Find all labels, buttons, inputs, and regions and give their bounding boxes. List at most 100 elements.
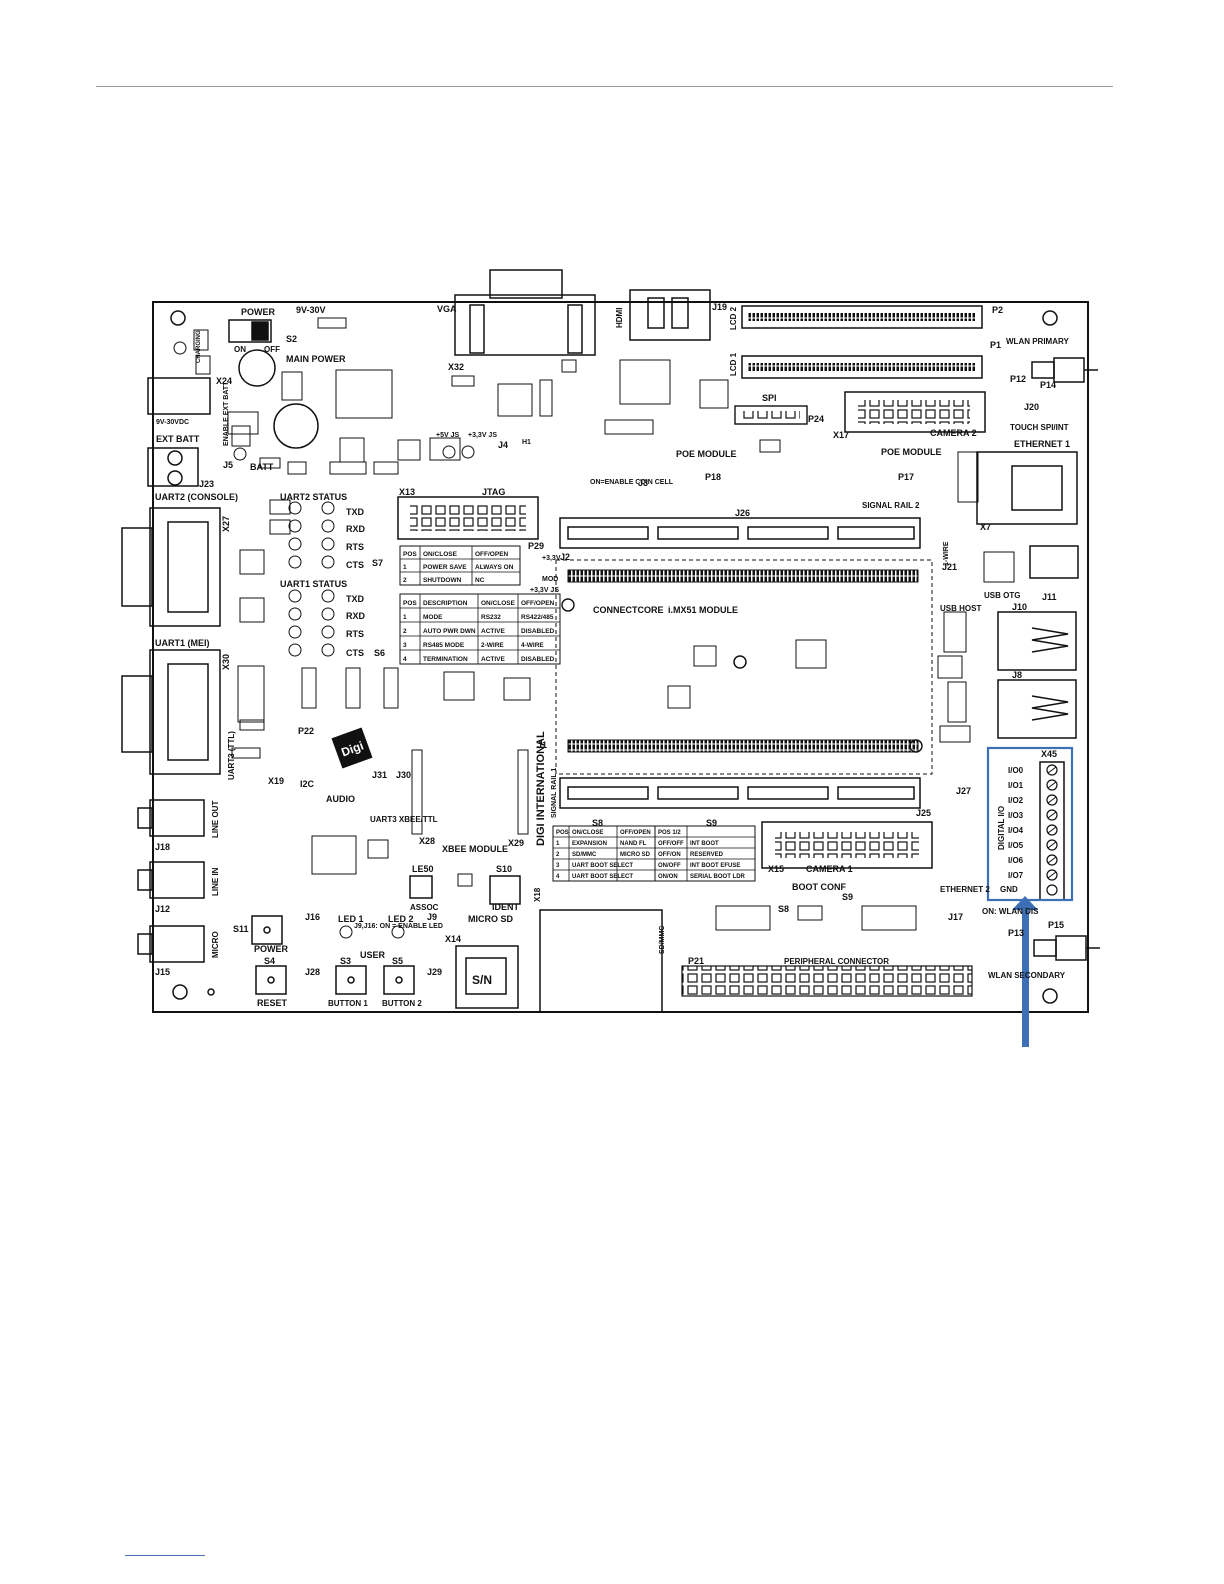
sd-card-slots xyxy=(455,909,663,1013)
component-chip xyxy=(957,451,979,503)
led xyxy=(321,607,335,621)
label-txd: TXD xyxy=(346,507,365,517)
led xyxy=(288,555,302,569)
io-pin-label: I/O4 xyxy=(1008,826,1024,835)
label-j29: J29 xyxy=(427,967,442,977)
vga-connector xyxy=(454,269,596,356)
table-cell: SHUTDOWN xyxy=(423,577,462,584)
component-chip xyxy=(715,905,771,931)
label-j19: J19 xyxy=(712,302,727,312)
label-s8: S8 xyxy=(778,904,789,914)
component-chip xyxy=(943,611,967,653)
table-cell: TERMINATION xyxy=(423,656,468,663)
led xyxy=(233,447,247,461)
component-chip xyxy=(335,369,393,419)
component-chip xyxy=(281,371,303,401)
table-cell: SD/MMC xyxy=(572,852,597,858)
label-peripheral: PERIPHERAL CONNECTOR xyxy=(784,957,889,966)
screw-terminal xyxy=(1046,809,1058,821)
label-assoc: ASSOC xyxy=(410,903,439,912)
mounting-holes xyxy=(170,310,1058,1004)
component-chip xyxy=(983,551,1015,583)
screw-slot xyxy=(1047,856,1057,864)
component-chip xyxy=(604,419,654,435)
lcd-connectors xyxy=(741,305,983,379)
label-x28: X28 xyxy=(419,836,435,846)
label-1wire: 1-WIRE xyxy=(943,541,950,566)
table-cell: 4 xyxy=(403,656,407,663)
label-lcd2: LCD 2 xyxy=(729,306,738,330)
label-s10: S10 xyxy=(496,864,512,874)
screw-terminal xyxy=(1046,764,1058,776)
label-wlan-dis: ON: WLAN DIS xyxy=(982,907,1039,916)
led xyxy=(442,445,456,459)
label-wlan-primary: WLAN PRIMARY xyxy=(1006,337,1069,346)
label-xbee-module: XBEE MODULE xyxy=(442,844,508,854)
table-cell: 2 xyxy=(556,852,560,858)
component-chip xyxy=(457,873,473,887)
table-cell: OFF/OFF xyxy=(658,841,684,847)
label-camera1: CAMERA 1 xyxy=(806,864,853,874)
label-x18: X18 xyxy=(533,887,542,902)
label-cts: CTS xyxy=(346,560,364,570)
label-usb-otg: USB OTG xyxy=(984,591,1020,600)
component-chip xyxy=(195,355,211,375)
footer-rule xyxy=(125,1555,205,1556)
label-x14: X14 xyxy=(445,934,461,944)
label-j20: J20 xyxy=(1024,402,1039,412)
label-p24: P24 xyxy=(808,414,824,424)
table-cell: POWER SAVE xyxy=(423,564,467,571)
label-j5: J5 xyxy=(223,460,233,470)
table-cell: ALWAYS ON xyxy=(475,564,514,571)
screw-terminal xyxy=(1046,794,1058,806)
label-s7: S7 xyxy=(372,558,383,568)
label-j10: J10 xyxy=(1012,602,1027,612)
io-pin-labels: I/O0I/O1I/O2I/O3I/O4I/O5I/O6I/O7 xyxy=(1008,766,1024,880)
label-p29: P29 xyxy=(528,541,544,551)
label-poe-module-2: POE MODULE xyxy=(881,447,942,457)
label-p13: P13 xyxy=(1008,928,1024,938)
hdmi-connector xyxy=(629,289,711,341)
table-cell: POS xyxy=(403,600,417,607)
label-ethernet2: ETHERNET 2 xyxy=(940,885,990,894)
led xyxy=(288,501,302,515)
label-x24: X24 xyxy=(216,376,232,386)
label-uart2-status: UART2 STATUS xyxy=(280,492,347,502)
label-j31: J31 xyxy=(372,770,387,780)
label-ext-batt: EXT BATT xyxy=(156,434,200,444)
label-5vjs: +5V JS xyxy=(436,432,459,439)
label-enable-ext-batt: ENABLE EXT BATT xyxy=(223,381,230,446)
label-led1: LED 1 xyxy=(338,914,364,924)
label-p14: P14 xyxy=(1040,380,1056,390)
screw-slot xyxy=(1047,796,1057,804)
label-spi: SPI xyxy=(762,393,777,403)
label-batt: BATT xyxy=(250,462,274,472)
led xyxy=(321,537,335,551)
label-s11: S11 xyxy=(233,924,249,934)
label-micro-sd: MICRO SD xyxy=(468,914,514,924)
component-chip xyxy=(451,375,475,387)
screw-terminal xyxy=(1046,779,1058,791)
label-led2: LED 2 xyxy=(388,914,414,924)
audio-jacks xyxy=(137,799,205,963)
table-cell: NC xyxy=(475,577,485,584)
label-x29: X29 xyxy=(508,838,524,848)
led xyxy=(321,519,335,533)
led xyxy=(288,625,302,639)
table-cell: 1 xyxy=(403,564,407,571)
label-usb-host: USB HOST xyxy=(940,604,981,613)
component-chip xyxy=(269,499,291,515)
table-cell: RS232 xyxy=(481,614,501,621)
label-ident: IDENT xyxy=(492,902,520,912)
table-cell: 3 xyxy=(556,863,560,869)
label-x7: X7 xyxy=(980,522,991,532)
label-j4: J4 xyxy=(498,440,508,450)
label-rxd: RXD xyxy=(346,524,366,534)
component-chip xyxy=(397,439,421,461)
label-s9-table: S9 xyxy=(706,818,717,828)
io-pin-label: I/O1 xyxy=(1008,781,1024,790)
component-chip xyxy=(759,439,781,453)
label-j8: J8 xyxy=(1012,670,1022,680)
table-cell: ACTIVE xyxy=(481,628,506,635)
